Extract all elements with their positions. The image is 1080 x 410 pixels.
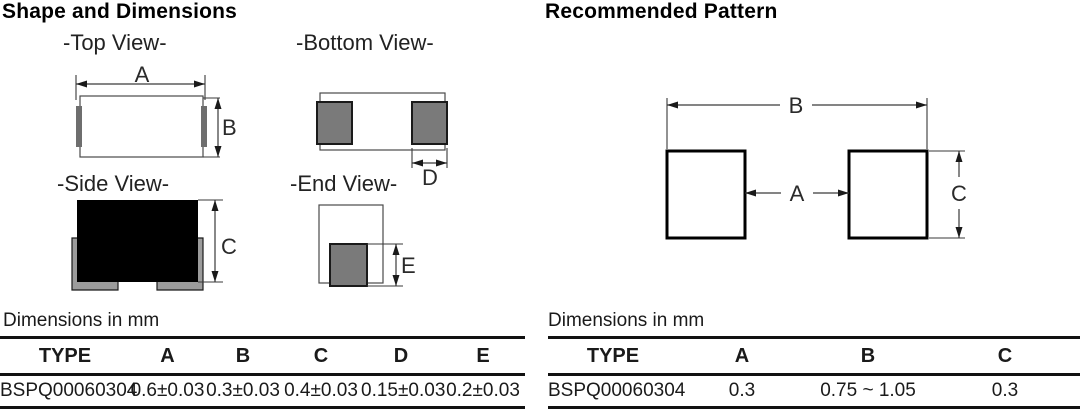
terminal-left — [76, 106, 82, 147]
header-c: C — [997, 344, 1013, 367]
bottom-view-label: -Bottom View- — [296, 30, 434, 55]
cell-a: 0.6±0.03 — [130, 380, 205, 401]
dim-label-e: E — [401, 253, 416, 278]
bottom-view-diagram: D — [316, 92, 448, 190]
dim-c: C — [198, 199, 237, 283]
dim-label-b: B — [789, 93, 804, 118]
cell-a: 0.3 — [728, 380, 756, 401]
side-view-label: -Side View- — [57, 171, 170, 196]
header-type: TYPE — [586, 344, 640, 367]
cell-e: 0.2±0.03 — [446, 380, 520, 401]
header-type: TYPE — [38, 344, 92, 367]
dim-a: A — [75, 62, 206, 100]
pattern-dimensions-table: TYPE A B C BSPQ00060304 0.3 0.75 ~ 1.05 … — [548, 336, 1080, 409]
recommended-pattern-diagram: B A C — [665, 93, 967, 240]
cell-type: BSPQ00060304 — [548, 380, 686, 401]
shape-section-title: Shape and Dimensions — [2, 0, 238, 23]
header-b: B — [235, 344, 251, 367]
pad-end — [329, 243, 368, 287]
dim-label-b: B — [222, 115, 237, 140]
table-row: BSPQ00060304 0.6±0.03 0.3±0.03 0.4±0.03 … — [0, 376, 525, 406]
header-b: B — [860, 344, 876, 367]
table-row: BSPQ00060304 0.3 0.75 ~ 1.05 0.3 — [548, 376, 1080, 406]
pad-right — [411, 101, 448, 145]
dim-b: B — [666, 93, 928, 149]
component-body-top — [79, 95, 204, 158]
terminal-right — [201, 106, 207, 147]
end-view-label: -End View- — [290, 171, 398, 196]
side-view-diagram: C — [71, 199, 237, 291]
pattern-section-title: Recommended Pattern — [545, 0, 778, 23]
header-d: D — [393, 344, 409, 367]
dim-b: B — [203, 97, 237, 158]
dim-label-c: C — [951, 181, 967, 206]
dim-e: E — [367, 243, 416, 287]
dim-label-d: D — [422, 165, 438, 190]
pattern-pad-left — [665, 149, 747, 240]
table-header-row: TYPE A B C D E — [0, 339, 525, 376]
dim-label-a: A — [790, 181, 805, 206]
dim-label-c: C — [221, 234, 237, 259]
dim-d: D — [411, 148, 448, 190]
cell-type: BSPQ00060304 — [0, 380, 138, 401]
shape-units-note: Dimensions in mm — [3, 310, 160, 331]
pattern-units-note: Dimensions in mm — [548, 310, 705, 331]
cell-b: 0.75 ~ 1.05 — [820, 380, 916, 401]
cell-c: 0.4±0.03 — [284, 380, 358, 401]
cell-b: 0.3±0.03 — [206, 380, 280, 401]
pattern-pad-right — [847, 149, 929, 240]
header-a: A — [734, 344, 750, 367]
header-c: C — [313, 344, 329, 367]
cell-c: 0.3 — [991, 380, 1019, 401]
header-a: A — [160, 344, 175, 367]
table-header-row: TYPE A B C — [548, 339, 1080, 376]
top-view-diagram: A B — [75, 62, 237, 158]
end-view-diagram: E — [318, 204, 416, 287]
component-body-side — [77, 200, 198, 282]
top-view-label: -Top View- — [63, 30, 167, 55]
dim-c: C — [929, 150, 967, 239]
dim-label-a: A — [135, 62, 150, 87]
dim-a: A — [745, 181, 849, 206]
shape-dimensions-table: TYPE A B C D E BSPQ00060304 0.6±0.03 0.3… — [0, 336, 525, 409]
cell-d: 0.15±0.03 — [361, 380, 446, 401]
pad-left — [316, 101, 353, 145]
header-e: E — [476, 344, 490, 367]
